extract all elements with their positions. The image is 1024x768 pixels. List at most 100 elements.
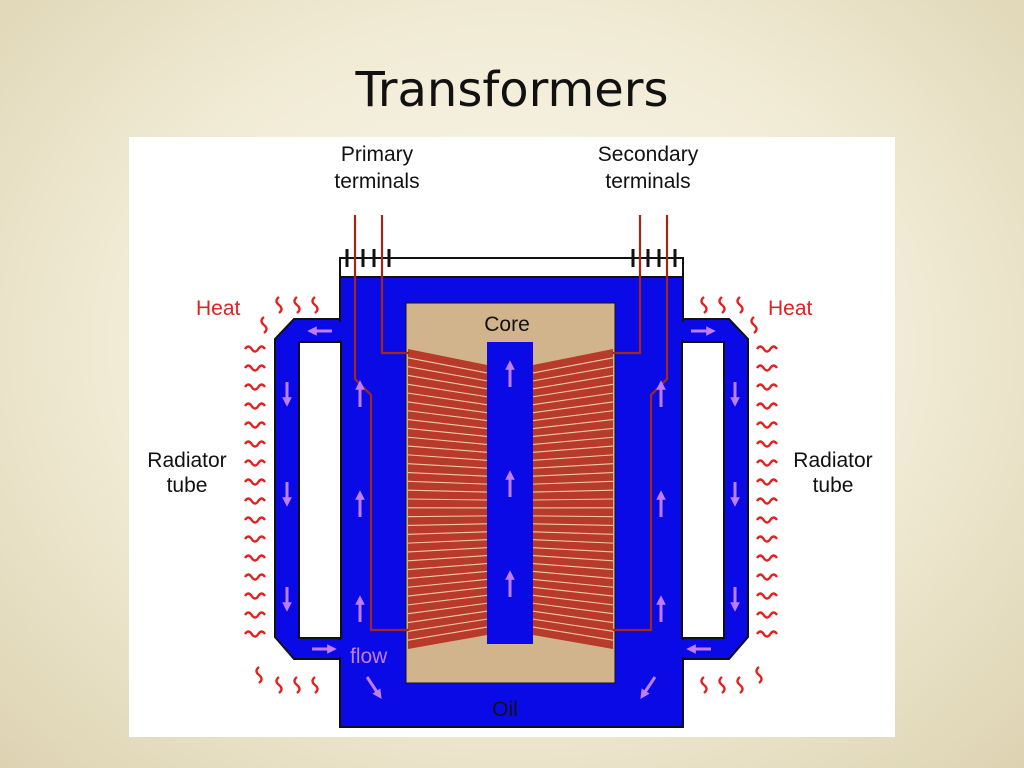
heat-wave [756, 421, 778, 429]
winding-turn [532, 436, 614, 445]
winding-turn [532, 392, 614, 406]
heat-wave [756, 611, 778, 619]
winding-turn [532, 586, 614, 597]
heat-wave [244, 573, 266, 581]
heat-wave [700, 296, 708, 314]
winding-turn [407, 531, 488, 535]
winding-turn [532, 427, 614, 438]
slide-title: Transformers [355, 62, 669, 118]
winding-turn [532, 357, 614, 374]
winding-turn [407, 471, 488, 477]
heat-wave [756, 592, 778, 600]
secondary-bushings [631, 249, 677, 267]
winding-turn [532, 419, 614, 430]
heat-wave [756, 630, 778, 638]
winding-turn [532, 480, 614, 485]
winding-turn [407, 562, 488, 571]
secondary-terminals-label: Secondary [598, 143, 699, 166]
winding-turn [407, 515, 488, 518]
heat-wave [756, 535, 778, 543]
winding-turn [407, 618, 488, 632]
core-label: Core [484, 313, 530, 336]
heat-wave [244, 402, 266, 410]
heat-wave [756, 364, 778, 372]
winding-turn [407, 401, 488, 414]
windings [407, 349, 614, 649]
heat-wave [736, 296, 744, 314]
winding-turn [532, 570, 614, 579]
radiator-tube-label-right: Radiator [793, 449, 872, 472]
heat-wave [311, 676, 319, 694]
radiator-tube-label-right-2: tube [813, 474, 854, 497]
winding-turn [532, 562, 614, 571]
winding-turn [532, 618, 614, 632]
heat-wave [275, 296, 283, 314]
heat-wave [244, 592, 266, 600]
winding-turn [407, 374, 488, 390]
winding-turn [407, 523, 488, 527]
winding-turn [407, 547, 488, 553]
heat-wave [756, 440, 778, 448]
secondary-terminals-label-2: terminals [605, 170, 690, 193]
winding-turn [532, 454, 614, 461]
winding-turn [407, 555, 488, 562]
winding-turn [407, 427, 488, 438]
winding-turn [407, 610, 488, 624]
heat-wave [244, 535, 266, 543]
heat-wave [244, 478, 266, 486]
winding-turn [532, 498, 614, 501]
primary-terminal-wires [353, 215, 409, 632]
winding-turn [532, 410, 614, 422]
heat-wave [244, 345, 266, 353]
winding-turn [532, 523, 614, 527]
winding-turn [532, 602, 614, 615]
heat-wave [244, 554, 266, 562]
winding-turn [407, 539, 488, 544]
heat-wave [700, 676, 708, 694]
heat-wave [244, 383, 266, 391]
radiator-tube-label-left: Radiator [147, 449, 226, 472]
heat-wave [755, 666, 763, 684]
winding-turn [407, 594, 488, 606]
oil-label: Oil [492, 698, 518, 721]
secondary-terminal-wires [613, 215, 669, 632]
heat-wave [756, 459, 778, 467]
winding-turn [407, 602, 488, 615]
winding-turn [407, 498, 488, 501]
winding-turn [407, 445, 488, 453]
winding-turn [532, 547, 614, 553]
winding-turn [532, 463, 614, 469]
heat-wave [718, 676, 726, 694]
winding-turn [532, 515, 614, 518]
radiator-tube-label-left-2: tube [167, 474, 208, 497]
winding-turn [532, 626, 614, 641]
winding-turn [407, 570, 488, 579]
winding-turn [407, 489, 488, 493]
heat-wave [756, 516, 778, 524]
winding-turn [532, 445, 614, 453]
primary-terminals-label-2: terminals [334, 170, 419, 193]
winding-turn [532, 555, 614, 562]
winding-turn [407, 357, 488, 374]
heat-wave [244, 630, 266, 638]
winding-turn [407, 463, 488, 469]
winding-turn [407, 586, 488, 597]
heat-wave [244, 459, 266, 467]
heat-wave [756, 573, 778, 581]
winding-turn [407, 366, 488, 382]
heat-wave [756, 554, 778, 562]
winding-turn [532, 401, 614, 414]
oil-flow-arrows [282, 326, 740, 699]
winding-turn [532, 539, 614, 544]
heat-wave [756, 345, 778, 353]
heat-wave [244, 497, 266, 505]
winding-turn [532, 471, 614, 477]
winding-turn [532, 383, 614, 398]
winding-turn [407, 454, 488, 461]
heat-wave [756, 383, 778, 391]
heat-wave [244, 516, 266, 524]
heat-wave [718, 296, 726, 314]
heat-wave [244, 364, 266, 372]
primary-terminals-label: Primary [341, 143, 414, 166]
heat-wave [244, 421, 266, 429]
